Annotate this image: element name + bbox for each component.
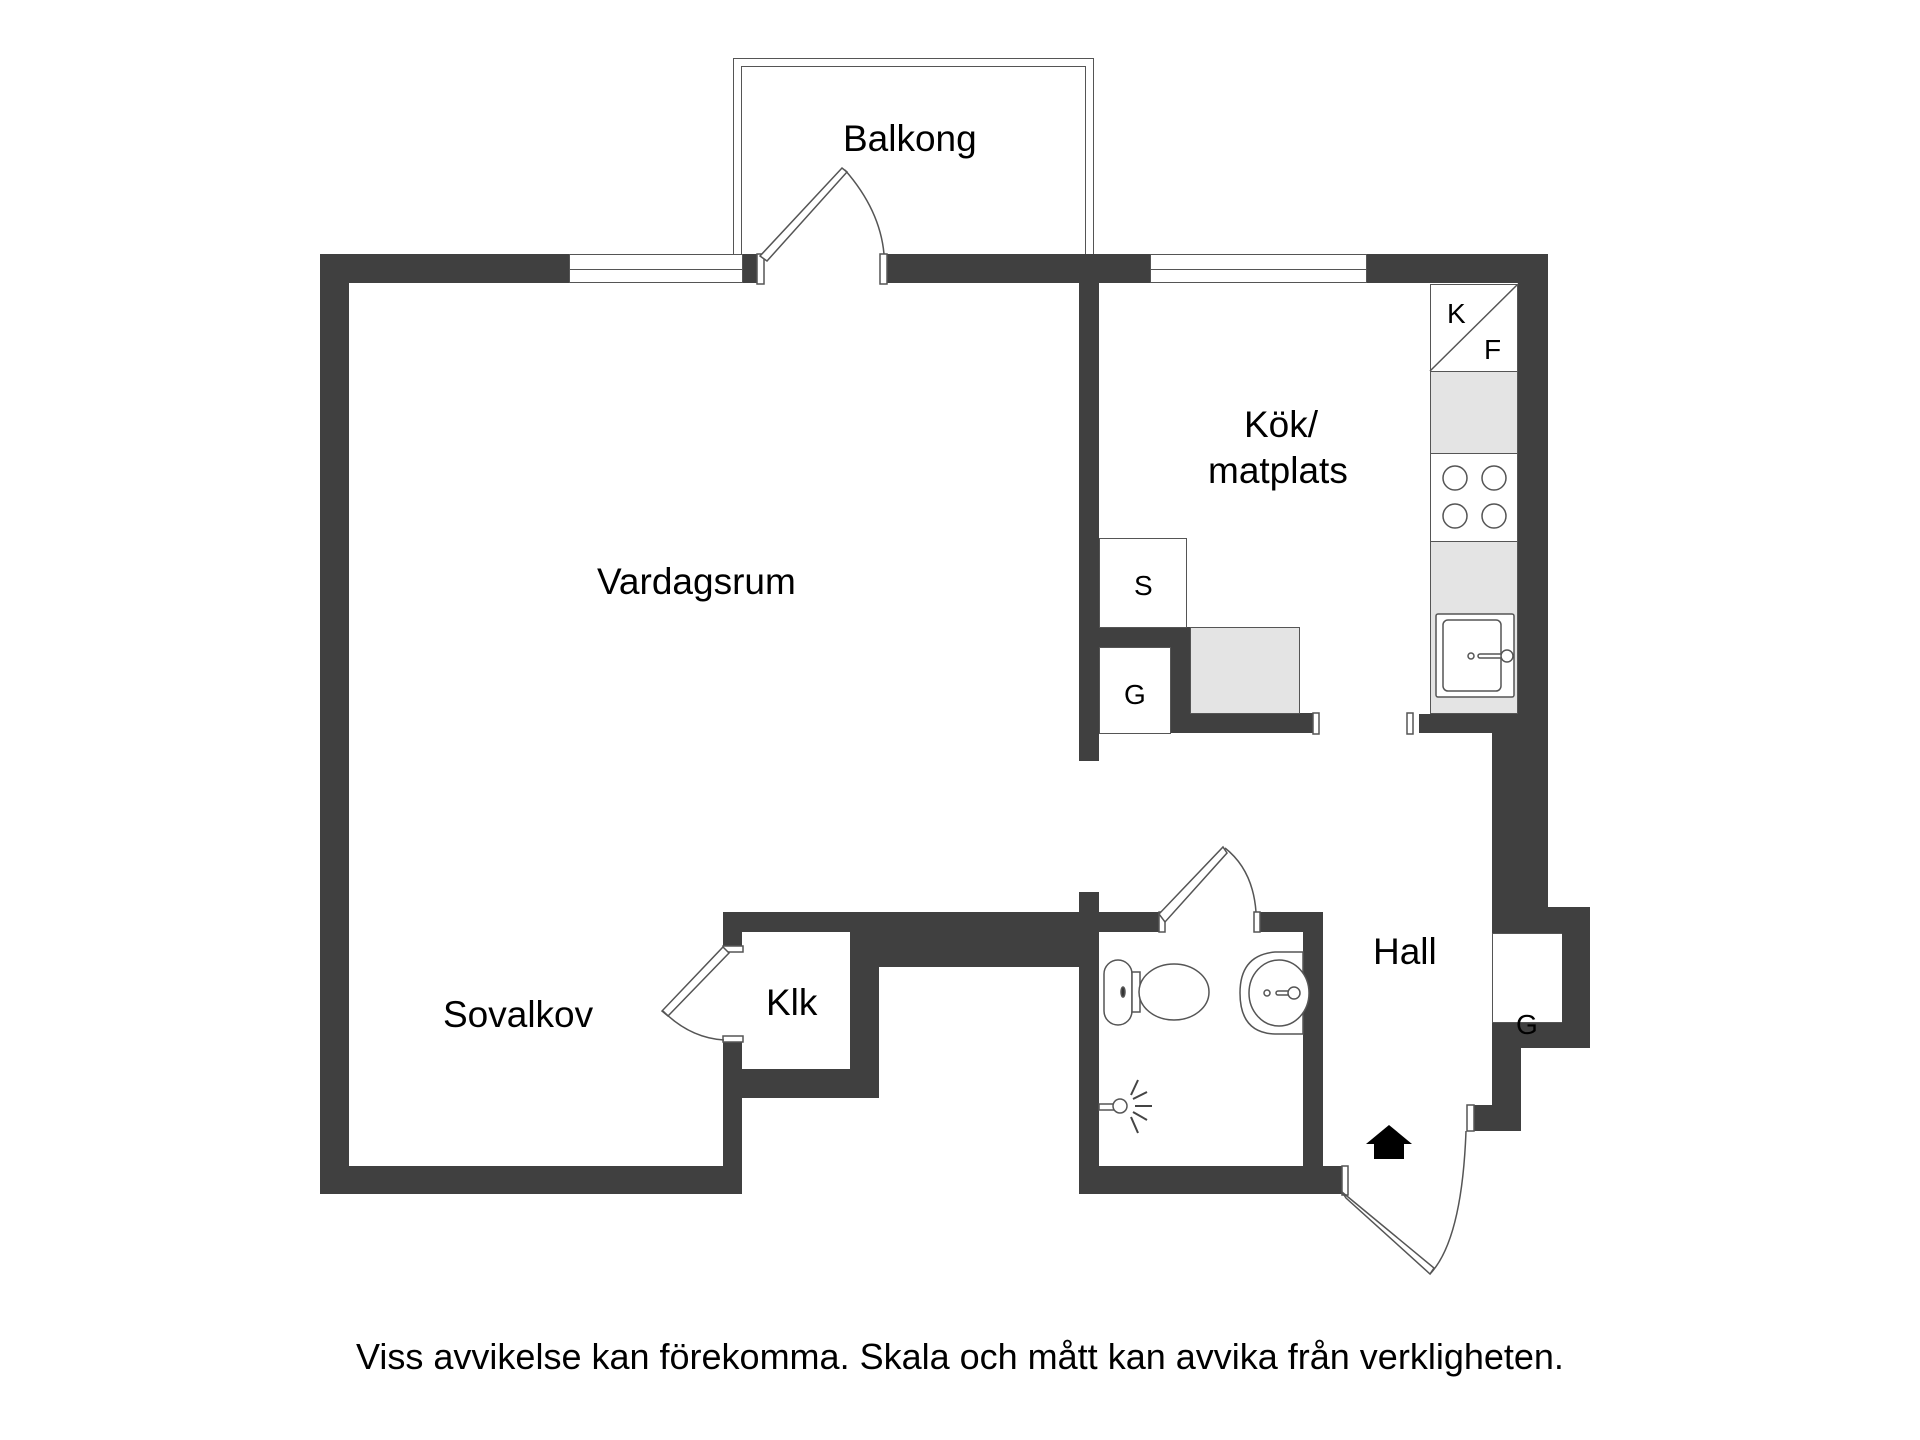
wall-bottom-left (320, 1166, 742, 1194)
room-label-sleeping-alcove: Sovalkov (443, 994, 594, 1035)
room-label-kitchen-line2: matplats (1208, 450, 1348, 491)
wardrobe-hall-label: G (1516, 1009, 1538, 1040)
wardrobe-hall (1492, 933, 1562, 1023)
wall-storage-mid (1099, 627, 1190, 647)
wall-top-pier (743, 254, 757, 283)
wall-right-hall (1492, 714, 1548, 934)
wall-closet-bottom (742, 1069, 879, 1098)
door-swing-icon (1341, 1104, 1475, 1276)
wall-kitchen-partition (1079, 283, 1099, 761)
wardrobe-kitchen-label: G (1124, 679, 1146, 710)
door-swing-icon (756, 166, 888, 285)
toilet-icon (1103, 959, 1210, 1026)
wall-alcove-right-lower (723, 1042, 742, 1194)
wall-entrance-left (1323, 1166, 1342, 1194)
room-label-living-room: Vardagsrum (597, 561, 796, 602)
wall-bath-bottom (1079, 1166, 1342, 1194)
wall-bath-top-left (1079, 912, 1159, 932)
room-label-balcony: Balkong (843, 118, 977, 159)
wall-top-left (320, 254, 569, 283)
door-swing-icon (1158, 845, 1261, 933)
wall-top-right (1367, 254, 1548, 283)
room-label-kitchen-line1: Kök/ (1244, 404, 1319, 445)
washbasin-icon (1239, 951, 1310, 1035)
sink-icon (1435, 613, 1515, 698)
wall-closet-right (850, 912, 879, 1098)
window-kitchen (1150, 254, 1367, 283)
balcony-railing-outer (733, 58, 1094, 256)
wall-bath-left (1079, 892, 1099, 1194)
wardrobe-kitchen (1099, 647, 1171, 734)
storage-label: S (1134, 570, 1153, 601)
room-label-closet: Klk (766, 982, 818, 1023)
disclaimer-text: Viss avvikelse kan förekomma. Skala och … (356, 1336, 1564, 1377)
wall-storage-right (1171, 627, 1190, 733)
wall-entrance-right (1474, 1105, 1521, 1131)
fridge-label: K (1447, 298, 1466, 329)
wall-left (320, 254, 349, 1194)
storage-cabinet (1099, 538, 1187, 628)
wall-kitchen-bottom-left (1171, 713, 1313, 733)
freezer-label: F (1484, 334, 1502, 365)
door-swing-icon (660, 945, 744, 1043)
entrance-arrow-icon (1366, 1125, 1412, 1159)
balcony-railing-inner (741, 66, 1086, 256)
counter-side (1190, 627, 1300, 714)
stove-icon (1442, 465, 1507, 529)
wall-closet-block (850, 912, 1079, 967)
shower-icon (1098, 1079, 1152, 1134)
counter-top-1 (1430, 371, 1518, 454)
room-label-hall: Hall (1373, 931, 1437, 972)
wall-right-bump-side (1561, 907, 1590, 1048)
wall-top-middle (886, 254, 1150, 283)
window-living-room (569, 254, 743, 283)
